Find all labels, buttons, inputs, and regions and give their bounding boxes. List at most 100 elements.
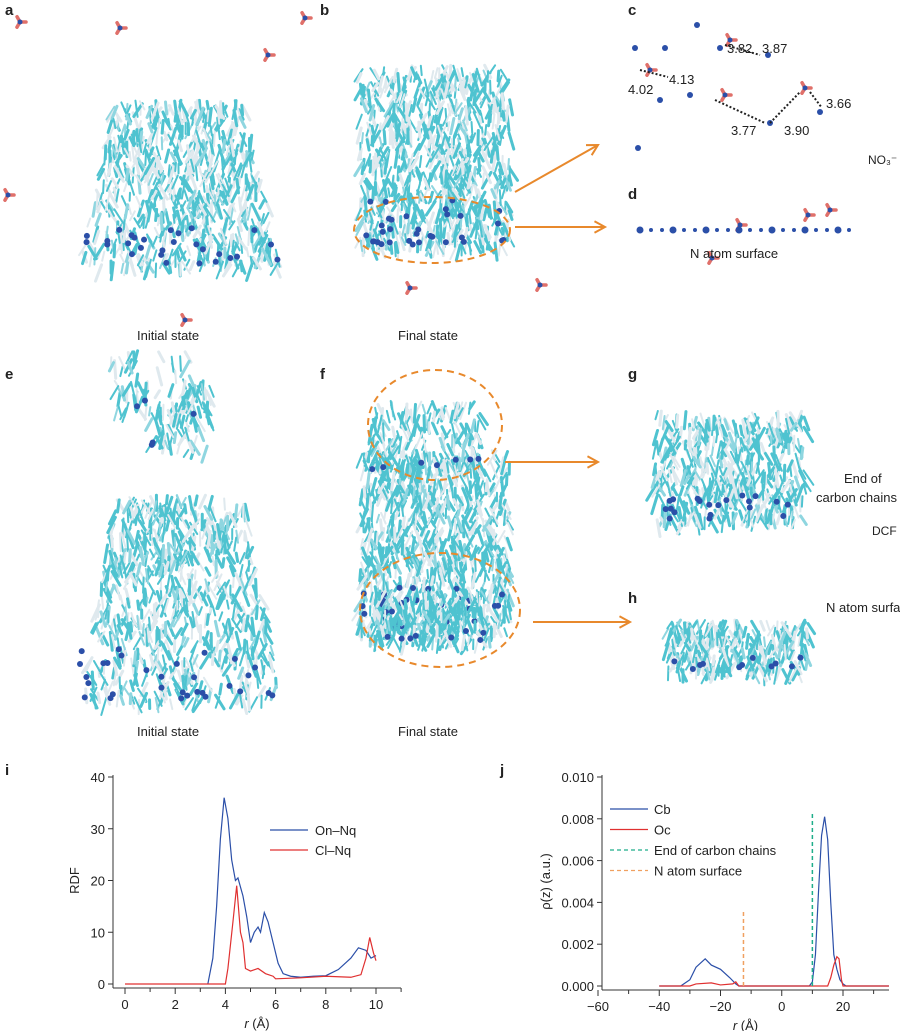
bond [154, 207, 159, 222]
bond [411, 214, 417, 230]
bond [415, 112, 428, 131]
y-tick-label: 0.010 [561, 770, 594, 785]
bond [154, 557, 163, 577]
bond [186, 206, 194, 219]
bond [429, 90, 437, 105]
bond [474, 222, 479, 240]
nitrogen-atom [81, 694, 88, 701]
bond [113, 165, 125, 183]
bond [143, 168, 154, 184]
bond [442, 139, 448, 150]
nitrogen-atom [363, 232, 370, 239]
bond [192, 602, 200, 615]
bond [132, 650, 138, 665]
bond [469, 219, 479, 238]
bond [164, 148, 171, 164]
bond [264, 221, 271, 233]
bond [489, 460, 499, 479]
bond [153, 114, 159, 130]
bond [106, 109, 116, 123]
bond [104, 565, 111, 583]
bond [173, 107, 179, 123]
y-tick-label: 0.006 [561, 854, 594, 869]
bond [168, 667, 178, 680]
bond [455, 514, 464, 533]
bond [196, 99, 200, 110]
bond [99, 672, 109, 686]
bond [177, 98, 183, 113]
bond [195, 129, 203, 148]
bond [116, 498, 121, 514]
bond [238, 552, 246, 565]
bond [175, 249, 181, 262]
bond [159, 212, 164, 232]
bond [408, 120, 412, 131]
bond [383, 80, 392, 94]
bond [482, 88, 492, 103]
bond [354, 215, 366, 233]
bond [355, 207, 362, 222]
bond [120, 618, 130, 631]
bond [376, 531, 384, 542]
bond [231, 260, 242, 278]
bond [197, 98, 202, 113]
bond [154, 696, 160, 714]
bond [434, 82, 442, 101]
panel-label-d: d [628, 186, 638, 203]
bond [147, 122, 154, 134]
bond [116, 637, 120, 649]
nitrogen-atom [158, 251, 165, 258]
bond [205, 639, 214, 654]
bond [90, 622, 98, 634]
bond [236, 217, 243, 233]
bond [364, 177, 376, 192]
nitrogen-atom [409, 241, 416, 248]
bond [127, 204, 132, 215]
bond [258, 199, 266, 210]
bond [119, 253, 126, 264]
bond [248, 133, 254, 153]
bond [395, 90, 403, 104]
bond [412, 143, 422, 157]
x-tick-label: 0 [121, 997, 128, 1012]
bond [156, 645, 160, 662]
bond [112, 118, 117, 129]
bond [90, 603, 101, 623]
bond [181, 674, 186, 691]
bond [136, 614, 140, 631]
bond [400, 236, 407, 246]
bond [245, 640, 250, 660]
bond [140, 135, 145, 152]
bond [391, 67, 399, 87]
nitrogen-atom [268, 241, 275, 248]
nitrogen-atom [191, 674, 198, 681]
bond [425, 150, 435, 168]
bond [235, 529, 239, 544]
bond [105, 105, 116, 121]
bond [232, 108, 239, 128]
bond [172, 206, 178, 221]
bond [200, 228, 206, 243]
bond [454, 243, 462, 262]
bond [239, 184, 247, 203]
bond [504, 201, 514, 214]
bond [226, 128, 234, 146]
bond [227, 162, 236, 179]
bond [382, 129, 387, 146]
bond [142, 576, 145, 594]
bond [360, 157, 366, 176]
bond [180, 216, 186, 233]
nitrogen-atom [403, 213, 410, 220]
bond [246, 203, 253, 221]
bond [484, 550, 490, 563]
bond [188, 260, 196, 272]
panel-label-c: c [628, 2, 637, 19]
bond [199, 651, 212, 670]
nitrogen-atom [125, 240, 132, 247]
bond [193, 617, 201, 634]
bond [230, 162, 238, 175]
distance-label: 3.66 [826, 96, 852, 111]
bond [222, 585, 229, 598]
bond [153, 226, 160, 238]
bond [441, 133, 447, 147]
